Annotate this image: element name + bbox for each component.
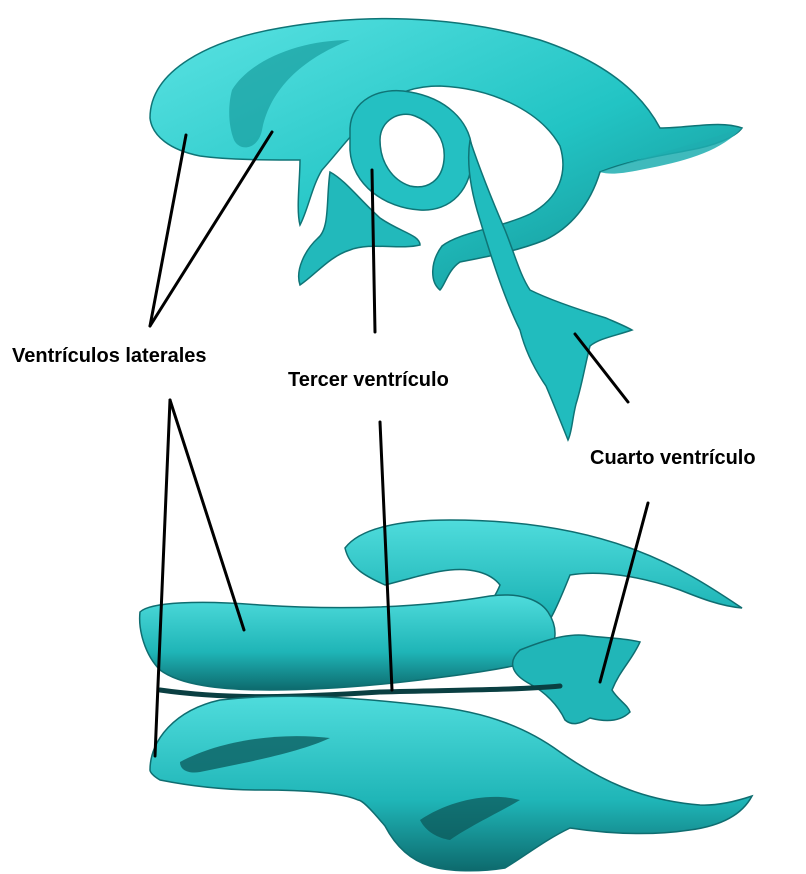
lower-fourth-ventricle [513,635,640,724]
label-fourth-ventricle: Cuarto ventrículo [590,448,756,468]
label-lateral-ventricles: Ventrículos laterales [12,346,207,366]
label-third-ventricle: Tercer ventrículo [288,370,449,390]
lower-lateral-ventricle-bottom [150,696,752,871]
lower-lateral-ventricle-shape [140,595,555,690]
leader-lateral-bottom-b [170,400,244,630]
leader-lateral-bottom-a [155,400,170,756]
lower-view-ventricles [140,520,752,871]
upper-third-ventricle-ring [350,91,472,210]
upper-fourth-ventricle [469,140,632,440]
